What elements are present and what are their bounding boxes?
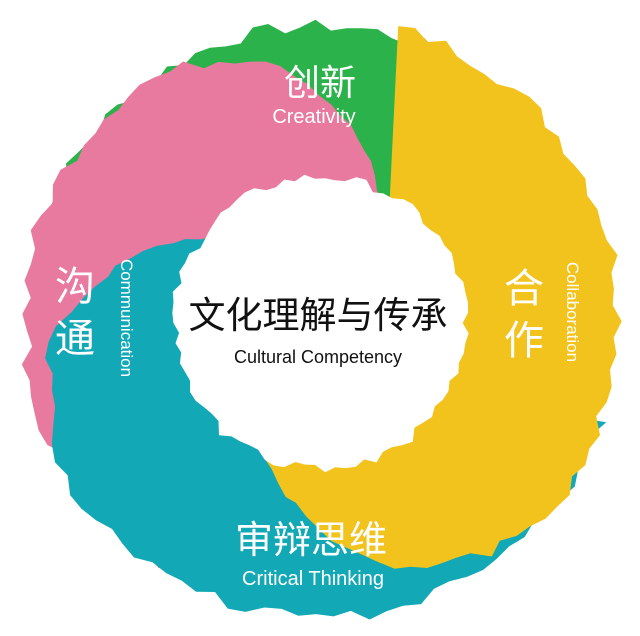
collaboration-label-cn-1: 合	[504, 266, 544, 312]
collaboration-segment	[257, 26, 622, 569]
critical-thinking-label-cn: 审辩思维	[235, 518, 387, 562]
watermark-text: 蔚蓝星少儿英语戏剧乐园	[460, 598, 640, 618]
communication-label-en: Communication	[117, 259, 136, 377]
wechat-icon	[432, 598, 458, 618]
collaboration-label-en: Collaboration	[563, 262, 582, 362]
critical-thinking-label-en: Critical Thinking	[242, 568, 384, 590]
creativity-label-en: Creativity	[272, 106, 355, 128]
center-title-cn: 文化理解与传承	[189, 294, 448, 337]
communication-label-cn-2: 通	[55, 316, 95, 362]
watermark: 蔚蓝星少儿英语戏剧乐园	[432, 598, 640, 618]
center-title-en: Cultural Competency	[234, 347, 402, 367]
communication-label-cn-1: 沟	[55, 264, 95, 310]
center-circle	[172, 174, 469, 473]
collaboration-label-cn-2: 作	[504, 318, 544, 364]
creativity-label-cn: 创新	[284, 63, 356, 104]
